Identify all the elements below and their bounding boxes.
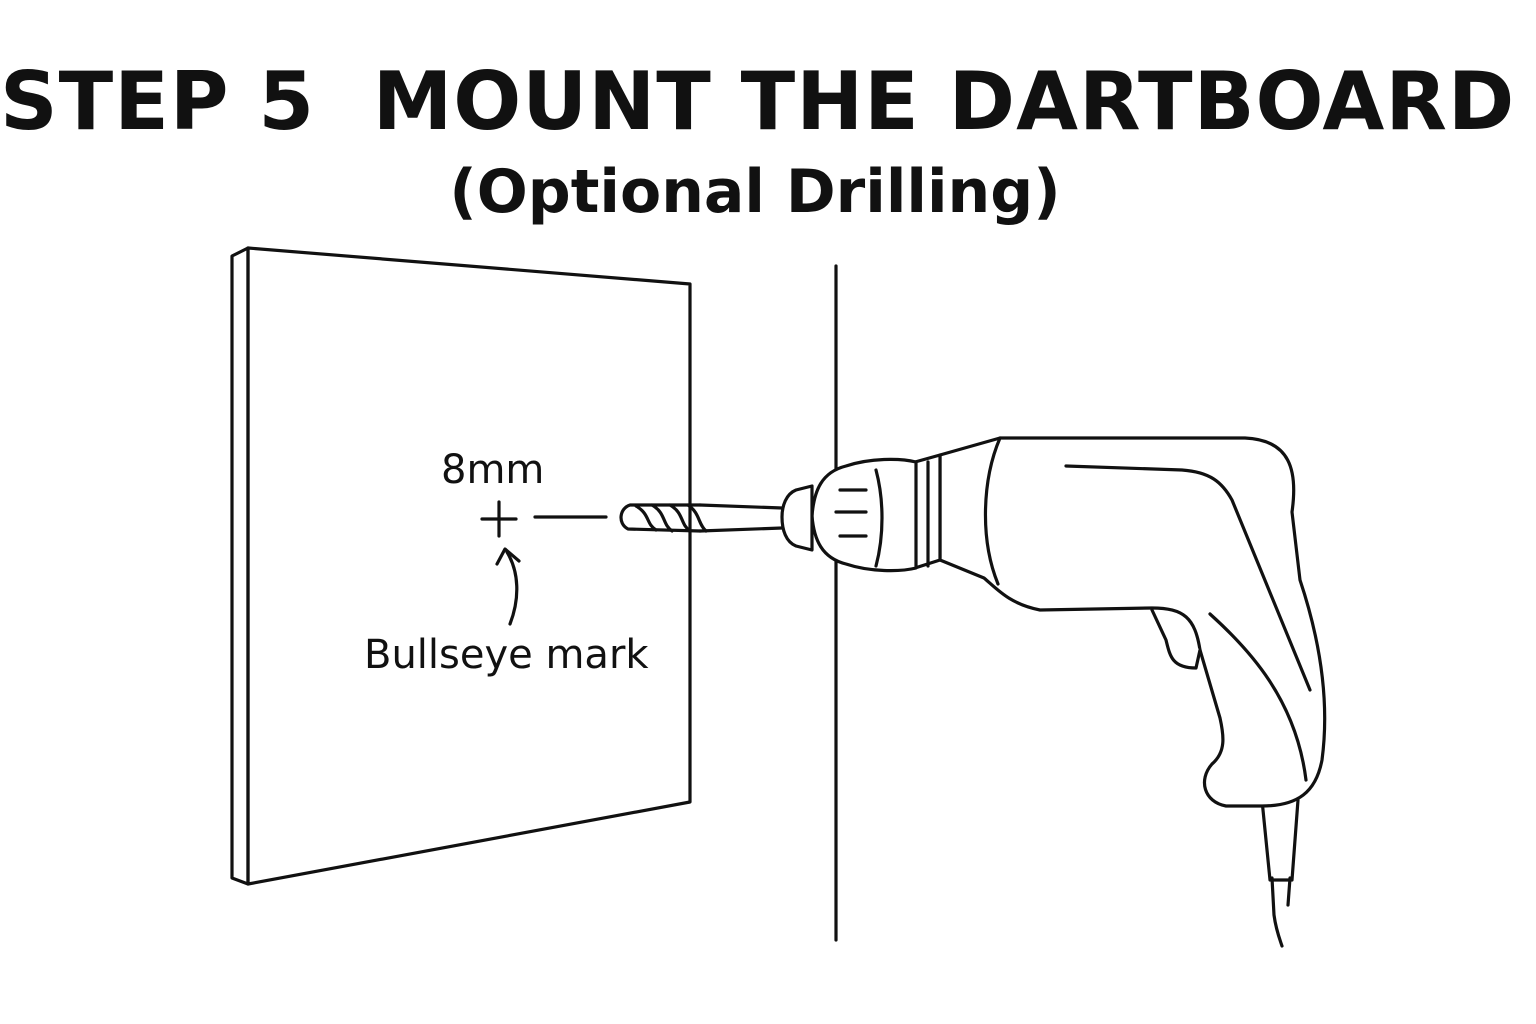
drill-bit-icon [619, 503, 784, 533]
page-subtitle: (Optional Drilling) [449, 157, 1061, 227]
bullseye-mark-label: Bullseye mark [364, 632, 649, 678]
crosshair-mark-icon [480, 500, 518, 538]
curved-arrow-icon [495, 547, 521, 626]
hole-size-label: 8mm [441, 447, 545, 493]
page-title: STEP 5 MOUNT THE DARTBOARD [0, 55, 1516, 148]
dartboard-panel-icon [230, 246, 692, 886]
power-drill-icon [780, 436, 1327, 948]
